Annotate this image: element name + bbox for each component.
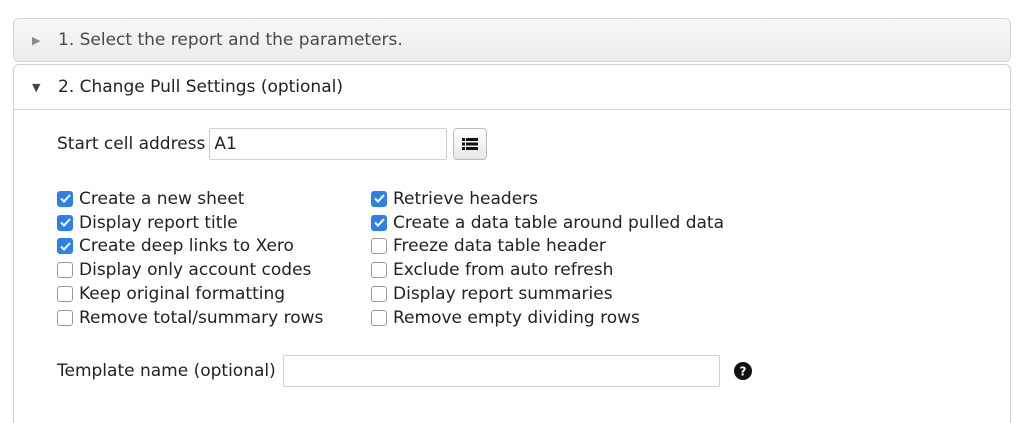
option-checkbox[interactable] [57,309,73,326]
option-checkbox[interactable] [57,238,73,255]
option-row[interactable]: Remove total/summary rows [57,306,323,330]
option-label: Display only account codes [79,260,312,281]
checkmark-icon [373,218,385,228]
option-label: Retrieve headers [393,188,539,209]
option-checkbox[interactable] [371,190,387,207]
start-cell-row: Start cell address [57,128,488,160]
option-label: Create deep links to Xero [79,236,294,257]
option-row[interactable]: Retrieve headers [371,187,724,211]
start-cell-label: Start cell address [57,134,206,154]
option-label: Create a data table around pulled data [393,212,725,233]
section-pull-settings-body: Start cell address Create a new sheetDis… [13,110,1011,423]
option-checkbox[interactable] [57,286,73,303]
option-label: Remove empty dividing rows [393,307,640,328]
option-row[interactable]: Create deep links to Xero [57,235,323,259]
section-select-report-header[interactable]: ▶ 1. Select the report and the parameter… [13,18,1011,62]
list-icon [462,138,479,150]
option-label: Display report summaries [393,284,613,305]
option-row[interactable]: Display report title [57,211,323,235]
template-name-input[interactable] [282,355,720,387]
option-label: Display report title [79,212,238,233]
checkmark-icon [59,194,71,204]
checkmark-icon [373,194,385,204]
option-row[interactable]: Keep original formatting [57,282,323,306]
option-row[interactable]: Exclude from auto refresh [371,258,724,282]
option-row[interactable]: Freeze data table header [371,235,724,259]
option-label: Create a new sheet [79,188,245,209]
option-row[interactable]: Create a data table around pulled data [371,211,724,235]
option-checkbox[interactable] [371,262,387,279]
option-row[interactable]: Display only account codes [57,258,323,282]
section-select-report-title: 1. Select the report and the parameters. [58,30,403,50]
option-label: Freeze data table header [393,236,606,257]
section-pull-settings-header[interactable]: ▼ 2. Change Pull Settings (optional) [13,64,1011,110]
option-row[interactable]: Remove empty dividing rows [371,306,724,330]
option-checkbox[interactable] [57,190,73,207]
option-label: Remove total/summary rows [79,307,324,328]
option-checkbox[interactable] [57,262,73,279]
option-checkbox[interactable] [371,286,387,303]
option-row[interactable]: Create a new sheet [57,187,323,211]
option-checkbox[interactable] [371,238,387,255]
option-label: Keep original formatting [79,284,286,305]
option-row[interactable]: Display report summaries [371,282,724,306]
svg-text:?: ? [739,365,746,379]
caret-down-icon: ▼ [32,80,41,94]
checkmark-icon [59,218,71,228]
question-circle-icon[interactable]: ? [733,362,752,380]
template-row: Template name (optional) ? [57,355,752,387]
select-cell-button[interactable] [453,128,488,160]
caret-right-icon: ▶ [32,33,41,47]
option-label: Exclude from auto refresh [393,260,614,281]
template-name-label: Template name (optional) [57,361,276,381]
option-checkbox[interactable] [57,214,73,231]
section-pull-settings-title: 2. Change Pull Settings (optional) [58,77,343,97]
option-checkbox[interactable] [371,214,387,231]
start-cell-input[interactable] [209,128,448,160]
checkmark-icon [59,242,71,251]
option-checkbox[interactable] [371,309,387,326]
